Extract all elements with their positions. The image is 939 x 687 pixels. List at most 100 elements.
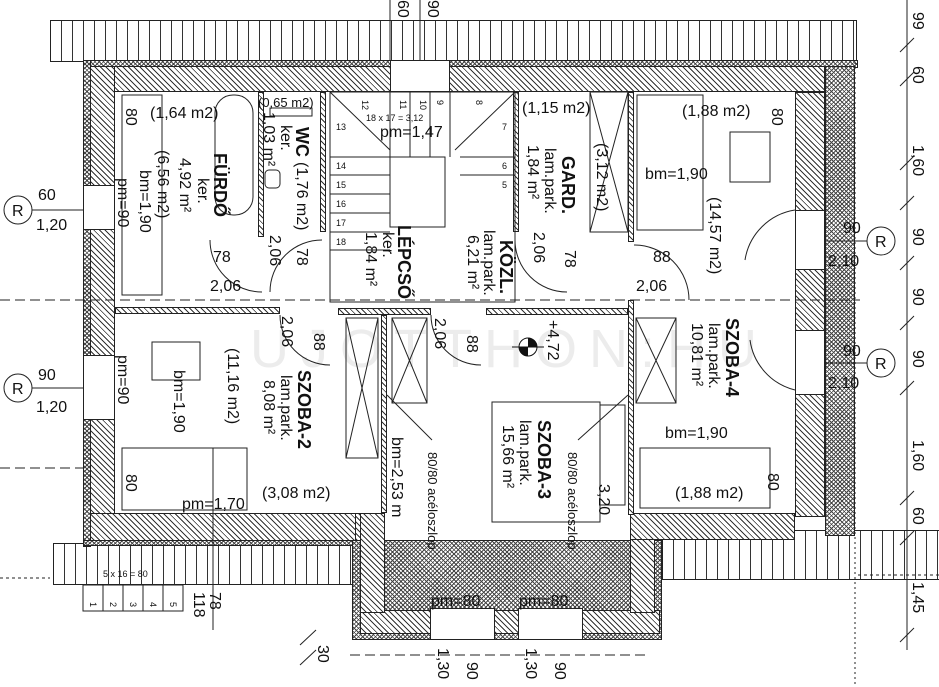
szoba2-pm: pm=90 (114, 355, 131, 404)
wc-bowl (264, 169, 281, 189)
furdo-upper-area: (1,64 m2) (150, 105, 218, 122)
szoba2-door-height: 2,06 (278, 316, 295, 347)
furdo-dim: 80 (122, 108, 139, 126)
right-dim: 1,60 (909, 440, 926, 471)
wall-bottom-right (630, 513, 795, 540)
dimension-ticks (899, 37, 915, 643)
window-bottom-1[interactable] (430, 608, 495, 640)
wall-mid-left (115, 307, 280, 314)
szoba4-dim-top: 80 (768, 108, 785, 126)
wall-szoba3-left (381, 315, 387, 513)
szoba4-dim-bottom: 80 (764, 473, 781, 491)
szoba3-window2-pm: pm=80 (519, 593, 568, 610)
wc-door-height: 2,06 (266, 235, 283, 266)
stair-step-number: 11 (398, 100, 408, 109)
stair-treads (329, 91, 516, 251)
szoba2-floor: lam.park. (277, 375, 294, 441)
gard-door-width: 78 (561, 250, 578, 268)
bottom-dim-a: 78 (206, 592, 223, 610)
szoba2-dim: 80 (122, 474, 139, 492)
stair-step-number: 10 (418, 100, 428, 110)
steel-column-label: 80/80 acéloszlop (425, 452, 440, 550)
stair-step-number: 18 (336, 237, 346, 247)
gard-area: 1,84 m² (524, 145, 541, 200)
window-height: 1,20 (36, 217, 67, 234)
szoba2-name: SZOBA-2 (294, 370, 314, 449)
level-elevation: +4,72 (544, 320, 561, 361)
szoba3-window1-width: 90 (463, 662, 480, 680)
wall-wc-stair (320, 92, 326, 232)
gard-name: GARD. (558, 156, 578, 214)
lepcso-name: LÉPCSŐ (394, 225, 415, 299)
kozl-area: 6,21 m² (464, 235, 481, 290)
lepcso-area: 1,84 m² (362, 232, 379, 287)
right-dim: 60 (909, 66, 926, 84)
wc-floor: ker. (277, 125, 294, 151)
staircase (329, 91, 516, 303)
szoba3-name: SZOBA-3 (534, 420, 554, 499)
szoba4-upper-area: (1,88 m2) (682, 103, 750, 120)
door-swing-szoba2 (279, 314, 331, 366)
window-right-1[interactable] (795, 210, 825, 270)
wc-name: WC (292, 127, 312, 157)
wardrobe-szoba2 (345, 317, 379, 459)
wall-gard (513, 92, 519, 232)
window-width: 90 (843, 343, 861, 360)
szoba3-floor: lam.park. (516, 420, 533, 486)
stair-step-number: 5 (502, 180, 507, 190)
right-dim: 90 (909, 288, 926, 306)
stair-formula: 18 x 17 = 3,12 (366, 113, 423, 123)
szoba2-door-width: 88 (310, 333, 327, 351)
kozl-name: KÖZL. (496, 240, 516, 294)
wc-gross-area: (1,76 m2) (293, 162, 310, 230)
window-marker-label: R (875, 356, 887, 373)
external-stair-step: 2 (108, 602, 118, 607)
stair-pm: pm=1,47 (380, 124, 443, 141)
szoba3-window1-height: 1,30 (434, 648, 451, 679)
bed-szoba2 (121, 447, 248, 511)
stair-step-number: 13 (336, 122, 346, 132)
right-dim: 90 (909, 228, 926, 246)
szoba3-bm: bm=2,53 m (388, 437, 405, 517)
door-swing-furdo (209, 239, 263, 293)
top-dim-1: 60 (394, 0, 411, 18)
szoba2-area: 8,08 m² (260, 380, 277, 435)
bathtub (121, 94, 163, 296)
desk-szoba4 (729, 131, 771, 183)
stair-step-number: 6 (502, 161, 507, 171)
window-marker-label: R (12, 381, 24, 398)
szoba4-gross-area: (14,57 m2) (706, 197, 723, 274)
wall-bath-wc (258, 92, 264, 237)
right-dim: 99 (909, 12, 926, 30)
door-swing-gard (514, 239, 568, 293)
window-right-2[interactable] (795, 330, 825, 395)
window-left-bath[interactable] (83, 185, 115, 230)
door-swing-szoba3 (430, 314, 482, 366)
window-marker-label: R (12, 203, 24, 220)
window-height: 2,10 (828, 375, 859, 392)
top-dim-2: 90 (424, 0, 441, 18)
wall-bay-left-inner (360, 513, 385, 613)
steel-column-label: 80/80 acéloszlop (565, 452, 580, 550)
external-stair-step: 5 (168, 602, 178, 607)
external-stair-step: 4 (148, 602, 158, 607)
szoba3-window2-height: 1,30 (522, 648, 539, 679)
lepcso-floor: ker. (379, 232, 396, 258)
szoba4-area: 10,81 m² (688, 323, 705, 387)
wardrobe-szoba3-right (599, 404, 626, 506)
window-width: 90 (38, 367, 56, 384)
right-dim: 1,60 (909, 145, 926, 176)
szoba4-bm-top: bm=1,90 (645, 166, 708, 183)
window-width: 60 (38, 187, 56, 204)
stair-step-number: 8 (474, 100, 484, 105)
window-bottom-2[interactable] (518, 608, 583, 640)
stair-step-number: 17 (336, 218, 346, 228)
wall-mid-center (338, 308, 431, 315)
window-height: 2,10 (828, 253, 859, 270)
szoba3-area: 15,66 m² (499, 425, 516, 489)
level-marker (512, 337, 544, 357)
window-left-szoba2[interactable] (83, 355, 115, 420)
furdo-pm: pm=90 (114, 178, 131, 227)
